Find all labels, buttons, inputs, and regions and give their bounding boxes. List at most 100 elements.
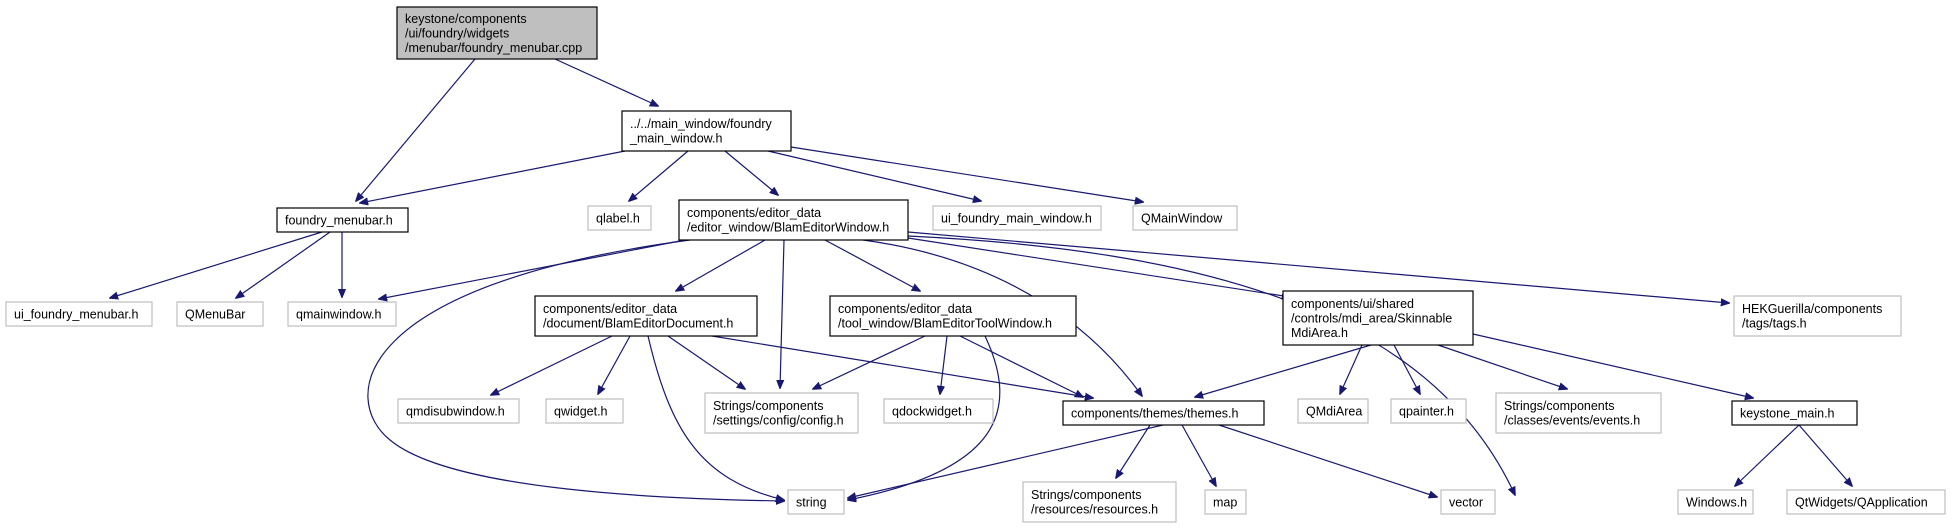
node-label-line: /tags/tags.h (1742, 317, 1807, 331)
node-box (1786, 489, 1946, 515)
dependency-nodes: keystone/components/ui/foundry/widgets/m… (5, 6, 1946, 523)
node-skinnable-mdi-area-h[interactable]: components/ui/shared/controls/mdi_area/S… (1282, 290, 1474, 346)
node-label-line: qwidget.h (554, 404, 608, 418)
node-label-line: qpainter.h (1399, 404, 1454, 418)
node-blam-editor-document-h[interactable]: components/editor_data/document/BlamEdit… (534, 295, 758, 337)
node-label-line: components/editor_data (687, 206, 821, 220)
edge-to-qpainter-h (1393, 344, 1420, 394)
node-box (932, 205, 1102, 231)
node-qdockwidget-h[interactable]: qdockwidget.h (883, 398, 994, 424)
node-qtwidgets-qapplication[interactable]: QtWidgets/QApplication (1786, 489, 1946, 515)
node-label-line: Strings/components (1031, 488, 1141, 502)
edge-to-keystone-main-h (1472, 333, 1753, 398)
edge-to-windows-h (1735, 424, 1800, 486)
node-box (1677, 489, 1754, 515)
node-box (287, 301, 397, 327)
node-label-line: HEKGuerilla/components (1742, 302, 1882, 316)
edge-to-themes-h (1195, 344, 1372, 397)
node-label-line: ui_foundry_menubar.h (14, 307, 138, 321)
edge-to-string (647, 335, 784, 500)
node-qmdiarea[interactable]: QMdiArea (1297, 398, 1369, 424)
node-box (621, 110, 792, 152)
node-resources-h[interactable]: Strings/components/resources/resources.h (1022, 481, 1177, 523)
node-events-h[interactable]: Strings/components/classes/events/events… (1495, 392, 1662, 434)
node-blam-editor-window-h[interactable]: components/editor_data/editor_window/Bla… (678, 199, 909, 241)
node-box (534, 295, 758, 337)
edge-to-hekguerilla-tags-h (907, 231, 1729, 303)
node-label-line: qdockwidget.h (892, 404, 972, 418)
node-label-line: QtWidgets/QApplication (1795, 495, 1928, 509)
node-qmenubar[interactable]: QMenuBar (176, 301, 264, 327)
node-ui-foundry-menubar-h[interactable]: ui_foundry_menubar.h (5, 301, 153, 327)
node-foundry-menubar-cpp[interactable]: keystone/components/ui/foundry/widgets/m… (396, 6, 598, 60)
node-keystone-main-h[interactable]: keystone_main.h (1731, 400, 1858, 426)
edge-to-qwidget-h (598, 335, 631, 394)
edge-to-vector (907, 235, 1515, 495)
node-label-line: /classes/events/events.h (1504, 414, 1640, 428)
node-blam-editor-tool-window-h[interactable]: components/editor_data/tool_window/BlamE… (829, 295, 1077, 337)
edge-to-events-h (1437, 344, 1567, 389)
node-vector[interactable]: vector (1440, 489, 1496, 515)
node-label-line: QMainWindow (1141, 211, 1223, 225)
node-label-line: /document/BlamEditorDocument.h (543, 317, 733, 331)
node-box (397, 398, 520, 424)
node-qpainter-h[interactable]: qpainter.h (1390, 398, 1467, 424)
node-label-line: vector (1449, 495, 1483, 509)
node-qmdisubwindow-h[interactable]: qmdisubwindow.h (397, 398, 520, 424)
node-label-line: /resources/resources.h (1031, 503, 1158, 517)
node-box (1731, 400, 1858, 426)
edge-to-foundry-menubar-h (356, 58, 476, 201)
node-box (1282, 290, 1474, 346)
node-qwidget-h[interactable]: qwidget.h (545, 398, 624, 424)
node-label-line: MdiArea.h (1291, 326, 1348, 340)
edge-to-qtwidgets-qapplication (1798, 424, 1852, 486)
node-themes-h[interactable]: components/themes/themes.h (1062, 400, 1265, 426)
node-label-line: /tool_window/BlamEditorToolWindow.h (838, 317, 1052, 331)
node-label-line: QMdiArea (1306, 404, 1362, 418)
node-label-line: Strings/components (1504, 399, 1614, 413)
edge-to-blam-editor-tool-window-h (824, 239, 920, 291)
edge-to-blam-editor-document-h (676, 239, 766, 291)
node-label-line: qmdisubwindow.h (406, 404, 505, 418)
node-label-line: components/ui/shared (1291, 297, 1414, 311)
node-box (545, 398, 624, 424)
node-box (1204, 489, 1247, 515)
node-label-line: string (796, 495, 827, 509)
edge-to-string (367, 239, 784, 501)
edge-to-ui-foundry-main-window-h (767, 150, 981, 201)
node-box (1022, 481, 1177, 523)
node-qmainwindow-h[interactable]: qmainwindow.h (287, 301, 397, 327)
node-foundry-menubar-h[interactable]: foundry_menubar.h (276, 207, 409, 233)
node-config-h[interactable]: Strings/components/settings/config/confi… (704, 392, 859, 434)
node-label-line: foundry_menubar.h (285, 213, 393, 227)
node-label-line: components/themes/themes.h (1071, 406, 1238, 420)
node-box (1297, 398, 1369, 424)
node-label-line: /menubar/foundry_menubar.cpp (405, 41, 582, 55)
node-qmainwindow[interactable]: QMainWindow (1132, 205, 1238, 231)
edge-to-ui-foundry-menubar-h (110, 231, 323, 298)
node-ui-foundry-main-window-h[interactable]: ui_foundry_main_window.h (932, 205, 1102, 231)
node-qlabel-h[interactable]: qlabel.h (587, 205, 652, 231)
node-string[interactable]: string (787, 489, 845, 515)
node-box (787, 489, 845, 515)
edge-to-foundry-main-window-h (554, 58, 658, 106)
edge-to-map (1181, 424, 1216, 486)
edge-to-config-h (813, 335, 926, 389)
node-foundry-main-window-h[interactable]: ../../main_window/foundry_main_window.h (621, 110, 792, 152)
edge-to-config-h (780, 239, 785, 388)
node-label-line: keystone_main.h (1740, 406, 1835, 420)
node-box (829, 295, 1077, 337)
edge-to-qmainwindow-h (379, 239, 686, 299)
node-hekguerilla-tags-h[interactable]: HEKGuerilla/components/tags/tags.h (1733, 295, 1902, 337)
node-map[interactable]: map (1204, 489, 1247, 515)
edge-to-foundry-menubar-h (360, 150, 626, 203)
node-box (1062, 400, 1265, 426)
edge-to-qdockwidget-h (940, 335, 948, 394)
node-label-line: /settings/config/config.h (713, 414, 844, 428)
edge-to-themes-h (711, 335, 1093, 398)
node-label-line: components/editor_data (543, 302, 677, 316)
node-label-line: qmainwindow.h (296, 307, 382, 321)
edge-to-string (848, 335, 1001, 500)
node-windows-h[interactable]: Windows.h (1677, 489, 1754, 515)
edge-to-vector (1218, 424, 1437, 497)
